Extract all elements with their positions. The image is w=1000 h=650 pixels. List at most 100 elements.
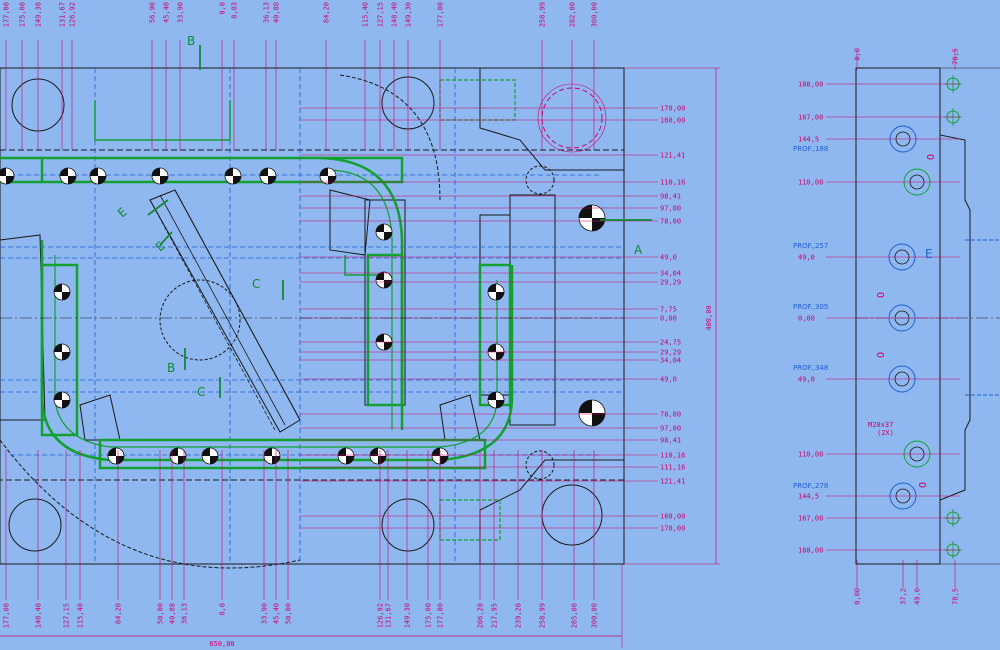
section-label-a: A [634,243,643,257]
top-dim-14: 127,15 [377,2,385,27]
top-dim-0: 177,00 [3,2,11,27]
bottom-dim-0: 177,00 [3,603,11,628]
insert-top [329,189,371,256]
guide-bore-bm [381,498,435,552]
right-dim-13: 29,29 [660,349,681,357]
right-dim-23: 170,00 [660,525,685,533]
channel-top [40,156,404,184]
marker-symbol [369,447,387,465]
center-bore [159,279,241,361]
top-dim-4: 126,92 [69,2,77,27]
right-dim-1: 160,00 [660,117,685,125]
bottom-dim-19: 239,20 [515,603,523,628]
side-left-dim-3: 110,00 [798,179,823,187]
right-dim-10: 7,75 [660,306,677,314]
slot-right [479,214,511,396]
right-dim-4: 98,41 [660,193,681,201]
top-dim-20: 300,00 [591,2,599,27]
section-label-b-bottom: B [167,361,175,375]
right-dim-12: 24,75 [660,339,681,347]
side-left-dim-8: 144,5 [798,493,819,501]
top-dim-10: 36,13 [263,2,271,23]
side-plate-outline [855,67,941,565]
section-label-b-top: B [187,34,195,48]
pin-hole-2 [525,450,555,480]
pin-hole-1 [525,165,555,195]
bottom-dim-6: 40,88 [169,603,177,624]
bottom-dim-1: 148,40 [35,603,43,628]
side-prof-label-4: PROF.,348 [793,364,828,372]
right-dim-22: 160,00 [660,513,685,521]
side-prof-label-5: PROF.,278 [793,482,828,490]
marker-symbol [487,283,505,301]
side-left-dim-7: 110,00 [798,451,823,459]
arc-bottom [0,439,301,569]
side-left-dim-9: 167,00 [798,515,823,523]
side-left-dim-5: 0,00 [798,315,815,323]
right-dim-8: 34,04 [660,270,681,278]
right-dim-0: 170,00 [660,105,685,113]
guide-bore-br [541,484,603,546]
side-thread-count: (2X) [877,429,894,437]
marker-symbol [151,167,169,185]
side-o-mark-2: O [876,292,887,298]
section-label-e-lower: E [153,239,168,255]
right-dim-3: 110,16 [660,179,685,187]
top-dim-7: 33,90 [177,2,185,23]
bottom-dim-5: 50,00 [157,603,165,624]
marker-symbol [263,447,281,465]
right-dimension-labels: 170,00160,00121,41110,1698,4197,0078,004… [660,105,685,533]
marker-symbol [224,167,242,185]
overall-dimensions: 400,00 650,00 [0,67,720,648]
bottom-dim-20: 258,99 [539,603,547,628]
right-dim-5: 97,00 [660,205,681,213]
bottom-dim-10: 45,40 [273,603,281,624]
side-thread-label: M20x37 [868,421,893,429]
top-dim-11: 40,88 [273,2,281,23]
side-step-profile [939,68,971,564]
overall-height-label: 400,00 [705,305,713,330]
top-dim-19: 282,00 [569,2,577,27]
marker-symbol [375,271,393,289]
side-left-dim-10: 188,00 [798,547,823,555]
side-view [855,67,1000,565]
marker-symbol [59,167,77,185]
marker-symbol [201,447,219,465]
side-o-mark-4: O [918,482,929,488]
top-dim-1: 175,00 [19,2,27,27]
side-section-label: E [925,247,933,261]
bottom-dim-22: 300,00 [591,603,599,628]
side-bottom-dim-1: 37,2 [900,588,908,605]
bottom-dim-18: 217,95 [491,603,499,628]
top-dim-6: 45,40 [163,2,171,23]
bottom-dim-14: 149,30 [404,603,412,628]
top-dim-8: 0,0 [219,2,227,15]
side-left-dim-2: 144,5 [798,136,819,144]
top-dim-5: 56,90 [149,2,157,23]
side-dimension-labels: 188,00167,00144,5110,0049,00,0049,0110,0… [798,48,960,605]
overall-width-label: 650,00 [209,640,234,648]
side-prof-label-3: PROF.,305 [793,303,828,311]
bottom-dim-13: 131,67 [385,603,393,628]
side-o-mark-3: O [876,352,887,358]
channel-left-vertical [40,263,79,437]
left-pocket [0,234,46,421]
bottom-dim-16: 177,00 [437,603,445,628]
side-left-dim-4: 49,0 [798,254,815,262]
side-left-dim-0: 188,00 [798,81,823,89]
right-dim-21: 121,41 [660,478,685,486]
marker-symbol [578,204,606,232]
marker-symbol [53,391,71,409]
right-dim-19: 110,16 [660,452,685,460]
channel-bottom [98,438,487,470]
right-dim-6: 78,00 [660,218,681,226]
bottom-dim-15: 175,00 [425,603,433,628]
right-dim-17: 97,00 [660,425,681,433]
marker-symbol [107,447,125,465]
bottom-dim-2: 127,15 [63,603,71,628]
bottom-dim-12: 126,92 [377,603,385,628]
top-dim-2: 149,30 [35,2,43,27]
top-dim-17: 177,00 [437,2,445,27]
